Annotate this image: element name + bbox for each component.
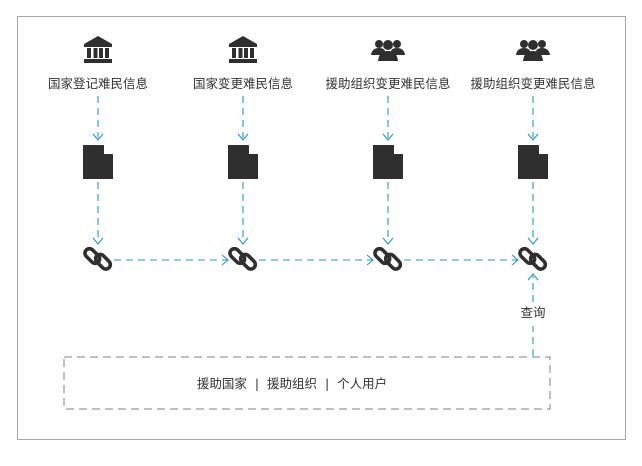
- flow-column: 援助组织变更难民信息: [470, 40, 596, 273]
- chain-link-icon: [226, 245, 259, 273]
- arrowhead-right: [221, 254, 229, 266]
- arrowhead-right: [366, 254, 374, 266]
- document-icon: [227, 144, 259, 180]
- flow-column: 国家登记难民信息: [48, 36, 227, 273]
- node-label: 援助组织变更难民信息: [470, 76, 595, 91]
- arrowhead-down: [92, 237, 104, 245]
- chain-link-icon: [371, 245, 404, 273]
- people-icon: [371, 40, 405, 61]
- flow-column: 援助组织变更难民信息: [325, 40, 517, 273]
- arrowhead-up: [527, 273, 539, 281]
- bank-icon: [84, 36, 112, 63]
- node-label: 援助组织变更难民信息: [325, 76, 450, 91]
- diagram-frame: [17, 16, 626, 440]
- document-icon: [372, 144, 404, 180]
- users-box: [63, 356, 551, 410]
- arrowhead-down: [237, 237, 249, 245]
- people-icon: [516, 40, 550, 61]
- arrowhead-right: [511, 254, 519, 266]
- bank-icon: [229, 36, 257, 63]
- arrowhead-down: [237, 133, 249, 141]
- users-box-text: 援助国家 | 援助组织 | 个人用户: [197, 376, 387, 391]
- arrowhead-down: [382, 237, 394, 245]
- arrowhead-down: [382, 133, 394, 141]
- chain-link-icon: [81, 245, 114, 273]
- node-label: 国家登记难民信息: [48, 76, 148, 91]
- node-label: 国家变更难民信息: [193, 76, 293, 91]
- chain-link-icon: [516, 245, 549, 273]
- query-label: 查询: [520, 305, 545, 320]
- arrowhead-down: [527, 133, 539, 141]
- arrowhead-down: [92, 133, 104, 141]
- document-icon: [517, 144, 549, 180]
- flow-column: 国家变更难民信息: [193, 36, 372, 273]
- arrowhead-down: [527, 237, 539, 245]
- document-icon: [82, 144, 114, 180]
